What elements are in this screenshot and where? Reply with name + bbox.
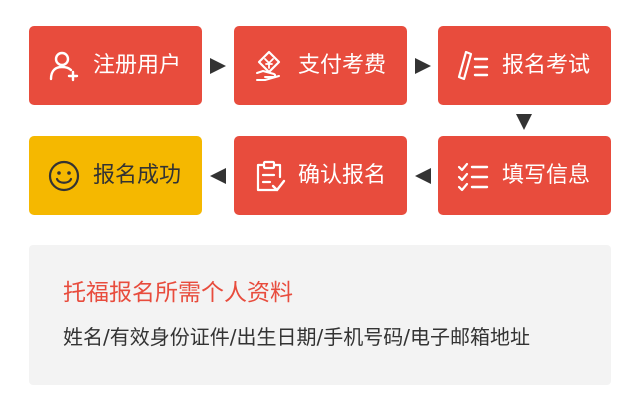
step-label: 报名考试 [502,52,591,78]
arrow-right-icon [210,58,226,74]
user-add-icon [47,49,81,83]
step-fill-info[interactable]: 填写信息 [438,136,611,215]
smiley-icon [47,159,81,193]
pen-list-icon [456,49,490,83]
step-label: 支付考费 [298,52,387,78]
step-confirm-registration[interactable]: 确认报名 [234,136,407,215]
step-register-user[interactable]: 注册用户 [29,26,202,105]
info-panel: 托福报名所需个人资料 姓名/有效身份证件/出生日期/手机号码/电子邮箱地址 [29,245,611,385]
checklist-icon [456,159,490,193]
info-title: 托福报名所需个人资料 [63,280,293,306]
step-registration-success[interactable]: 报名成功 [29,136,202,215]
step-label: 注册用户 [93,52,182,78]
arrow-right-icon [415,58,431,74]
clipboard-check-icon [252,159,286,193]
arrow-left-icon [415,168,431,184]
step-label: 报名成功 [93,162,182,188]
payment-hand-icon [252,49,286,83]
info-body: 姓名/有效身份证件/出生日期/手机号码/电子邮箱地址 [63,325,530,349]
step-label: 确认报名 [298,162,387,188]
step-label: 填写信息 [502,162,591,188]
step-pay-fee[interactable]: 支付考费 [234,26,407,105]
arrow-down-icon [516,114,532,130]
step-register-exam[interactable]: 报名考试 [438,26,611,105]
arrow-left-icon [210,168,226,184]
